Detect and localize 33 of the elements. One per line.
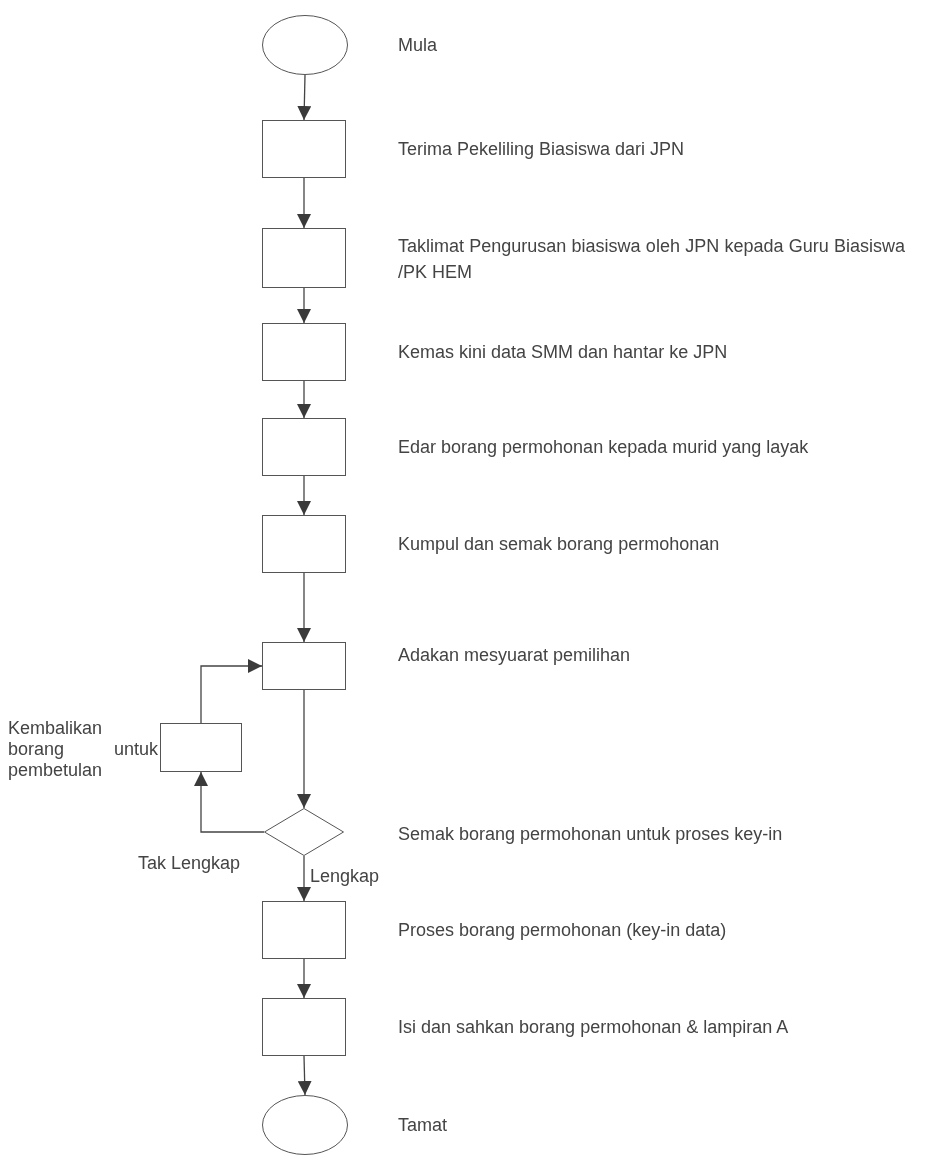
process-box: [262, 901, 346, 959]
arrow: [297, 177, 311, 229]
arrow: [297, 380, 311, 419]
arrow: [297, 689, 311, 809]
process-box: [262, 642, 346, 690]
arrow: [194, 771, 265, 833]
arrow: [297, 475, 311, 516]
step-text: Terima Pekeliling Biasiswa dari JPN: [398, 138, 685, 161]
step-text: Tamat: [398, 1114, 448, 1137]
arrow: [297, 958, 311, 999]
arrow: [297, 1055, 312, 1096]
step-text: Proses borang permohonan (key-in data): [398, 919, 727, 942]
process-box: [262, 515, 346, 573]
process-box: [160, 723, 242, 772]
arrow: [200, 659, 263, 724]
step-text: Isi dan sahkan borang permohonan & lampiran A: [398, 1016, 789, 1039]
process-box: [262, 228, 346, 288]
process-box: [262, 323, 346, 381]
arrow: [297, 287, 311, 324]
arrow: [297, 572, 311, 643]
step-text: Taklimat Pengurusan biasiswa oleh JPN kepada Guru Biasiswa /PK HEM: [398, 235, 905, 284]
step-text: Kembalikan borang untuk pembetulan: [8, 718, 158, 781]
process-box: [262, 418, 346, 476]
step-text: Semak borang permohonan untuk proses key-in: [398, 823, 783, 846]
arrow: [297, 855, 311, 902]
process-box: [262, 998, 346, 1056]
step-text: Adakan mesyuarat pemilihan: [398, 644, 631, 667]
arrow: [297, 74, 312, 121]
step-text: Kumpul dan semak borang permohonan: [398, 533, 720, 556]
step-text: Mula: [398, 34, 437, 57]
step-text: Kemas kini data SMM dan hantar ke JPN: [398, 341, 728, 364]
step-text: Edar borang permohonan kepada murid yang layak: [398, 436, 809, 459]
process-box: [262, 120, 346, 178]
